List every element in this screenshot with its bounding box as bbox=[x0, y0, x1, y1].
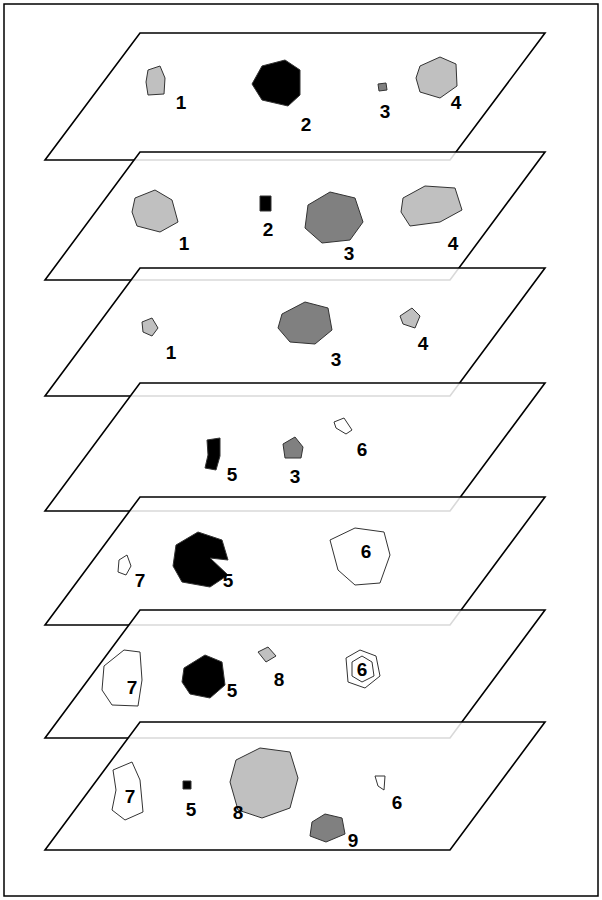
callout-number: 5 bbox=[186, 800, 197, 819]
callout-number: 6 bbox=[361, 542, 372, 561]
callout-number: 7 bbox=[127, 678, 138, 697]
slice-planes bbox=[45, 33, 545, 850]
callout-number: 1 bbox=[179, 234, 190, 253]
callout-number: 5 bbox=[227, 681, 238, 700]
callout-number: 4 bbox=[451, 93, 462, 112]
callout-number: 9 bbox=[348, 831, 359, 850]
callout-number: 8 bbox=[233, 803, 244, 822]
callout-number: 3 bbox=[331, 350, 342, 369]
callout-number: 7 bbox=[135, 571, 146, 590]
callout-number: 7 bbox=[125, 787, 136, 806]
callout-number: 6 bbox=[357, 660, 368, 679]
callout-number: 4 bbox=[418, 334, 429, 353]
callout-number: 1 bbox=[166, 343, 177, 362]
callout-number: 3 bbox=[344, 244, 355, 263]
callout-number: 6 bbox=[357, 440, 368, 459]
callout-number: 6 bbox=[392, 793, 403, 812]
callout-number: 3 bbox=[290, 467, 301, 486]
section-blobs bbox=[102, 57, 462, 842]
callout-number: 8 bbox=[274, 670, 285, 689]
callout-number: 4 bbox=[448, 234, 459, 253]
callout-number: 1 bbox=[176, 93, 187, 112]
callout-number: 5 bbox=[227, 465, 238, 484]
callout-number: 2 bbox=[263, 220, 274, 239]
frame bbox=[4, 4, 598, 896]
callout-number: 2 bbox=[301, 115, 312, 134]
callout-number: 5 bbox=[223, 571, 234, 590]
callout-number: 3 bbox=[380, 102, 391, 121]
